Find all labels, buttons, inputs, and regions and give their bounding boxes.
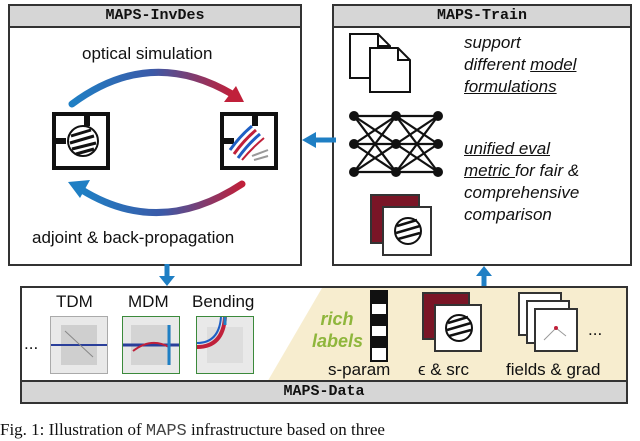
train-text-metric-ul: metric <box>464 161 515 180</box>
data-to-train-arrow-icon <box>476 266 492 288</box>
data-title: MAPS-Data <box>22 380 626 402</box>
waveguide-port <box>84 112 90 126</box>
forward-arrow-icon <box>68 68 244 108</box>
mdm-pattern-icon <box>123 325 179 365</box>
device-mdm-label: MDM <box>128 292 169 311</box>
fields-card-3 <box>534 308 578 352</box>
train-text-different-prefix: different <box>464 55 531 74</box>
mdm-device <box>122 316 180 374</box>
eps-card-front <box>382 206 432 256</box>
field-pattern-icon <box>228 124 269 161</box>
rich-labels-text: rich labels <box>312 308 364 352</box>
sparam-bar <box>370 290 388 362</box>
tdm-device <box>50 316 108 374</box>
bending-pattern-icon <box>196 316 243 363</box>
train-text-formulations: formulations <box>464 77 557 96</box>
train-text-fair: for fair & <box>515 161 580 180</box>
tdm-pattern-icon <box>51 325 107 365</box>
train-title: MAPS-Train <box>334 6 630 28</box>
invdes-panel: MAPS-InvDes optical simulation adjoint &… <box>8 4 302 266</box>
device-tdm-label: TDM <box>56 292 93 311</box>
design-pattern-icon <box>67 125 99 157</box>
device-bending-label: Bending <box>192 292 255 311</box>
waveguide-port <box>252 112 258 126</box>
sparam-label: s-param <box>328 360 391 379</box>
eps-src-label: ϵ & src <box>418 360 469 379</box>
train-text-comprehensive: comprehensive <box>464 183 580 202</box>
sparam-cell <box>372 336 386 348</box>
train-to-invdes-arrow-icon <box>302 132 336 148</box>
bending-device <box>196 316 254 374</box>
sparam-cell <box>372 314 386 326</box>
sparam-cell <box>372 292 386 304</box>
waveguide-port <box>52 138 66 144</box>
optical-simulation-label: optical simulation <box>82 44 213 63</box>
field-gradient-icon <box>543 326 567 341</box>
design-pattern-icon <box>445 314 473 342</box>
train-text-different: different model <box>464 54 576 76</box>
train-text-comparison: comparison <box>464 205 552 224</box>
train-text-metric: metric for fair & <box>464 160 579 182</box>
document-stack-icon <box>349 33 411 93</box>
train-text-unified: unified eval <box>464 139 551 158</box>
invdes-field-device <box>220 112 278 170</box>
data-panel: ... TDM MDM Bending rich labels <box>20 286 628 404</box>
waveguide-port <box>220 138 234 144</box>
invdes-to-data-arrow-icon <box>159 264 175 286</box>
ellipsis-right: ... <box>588 320 603 339</box>
train-text-model: model <box>530 55 577 74</box>
invdes-design-device <box>52 112 110 170</box>
eps-src-card-front <box>434 304 482 352</box>
train-text-support: support <box>464 33 521 52</box>
rich-word: rich <box>320 309 354 329</box>
caption-prefix: Fig. 1: Illustration of <box>0 420 146 439</box>
train-panel: MAPS-Train support different model formu… <box>332 4 632 266</box>
figure-caption: Fig. 1: Illustration of MAPS infrastruct… <box>0 420 640 441</box>
labels-word: labels <box>312 331 364 351</box>
invdes-title: MAPS-InvDes <box>10 6 300 28</box>
caption-maps: MAPS <box>145 422 187 441</box>
caption-suffix: infrastructure based on three <box>186 420 385 439</box>
adjoint-backprop-label: adjoint & back-propagation <box>32 228 235 247</box>
field-pattern-icon <box>394 217 422 245</box>
neural-network-icon <box>349 111 443 177</box>
fields-grad-label: fields & grad <box>506 360 601 379</box>
ellipsis-left: ... <box>24 334 39 353</box>
backward-arrow-icon <box>68 180 246 216</box>
